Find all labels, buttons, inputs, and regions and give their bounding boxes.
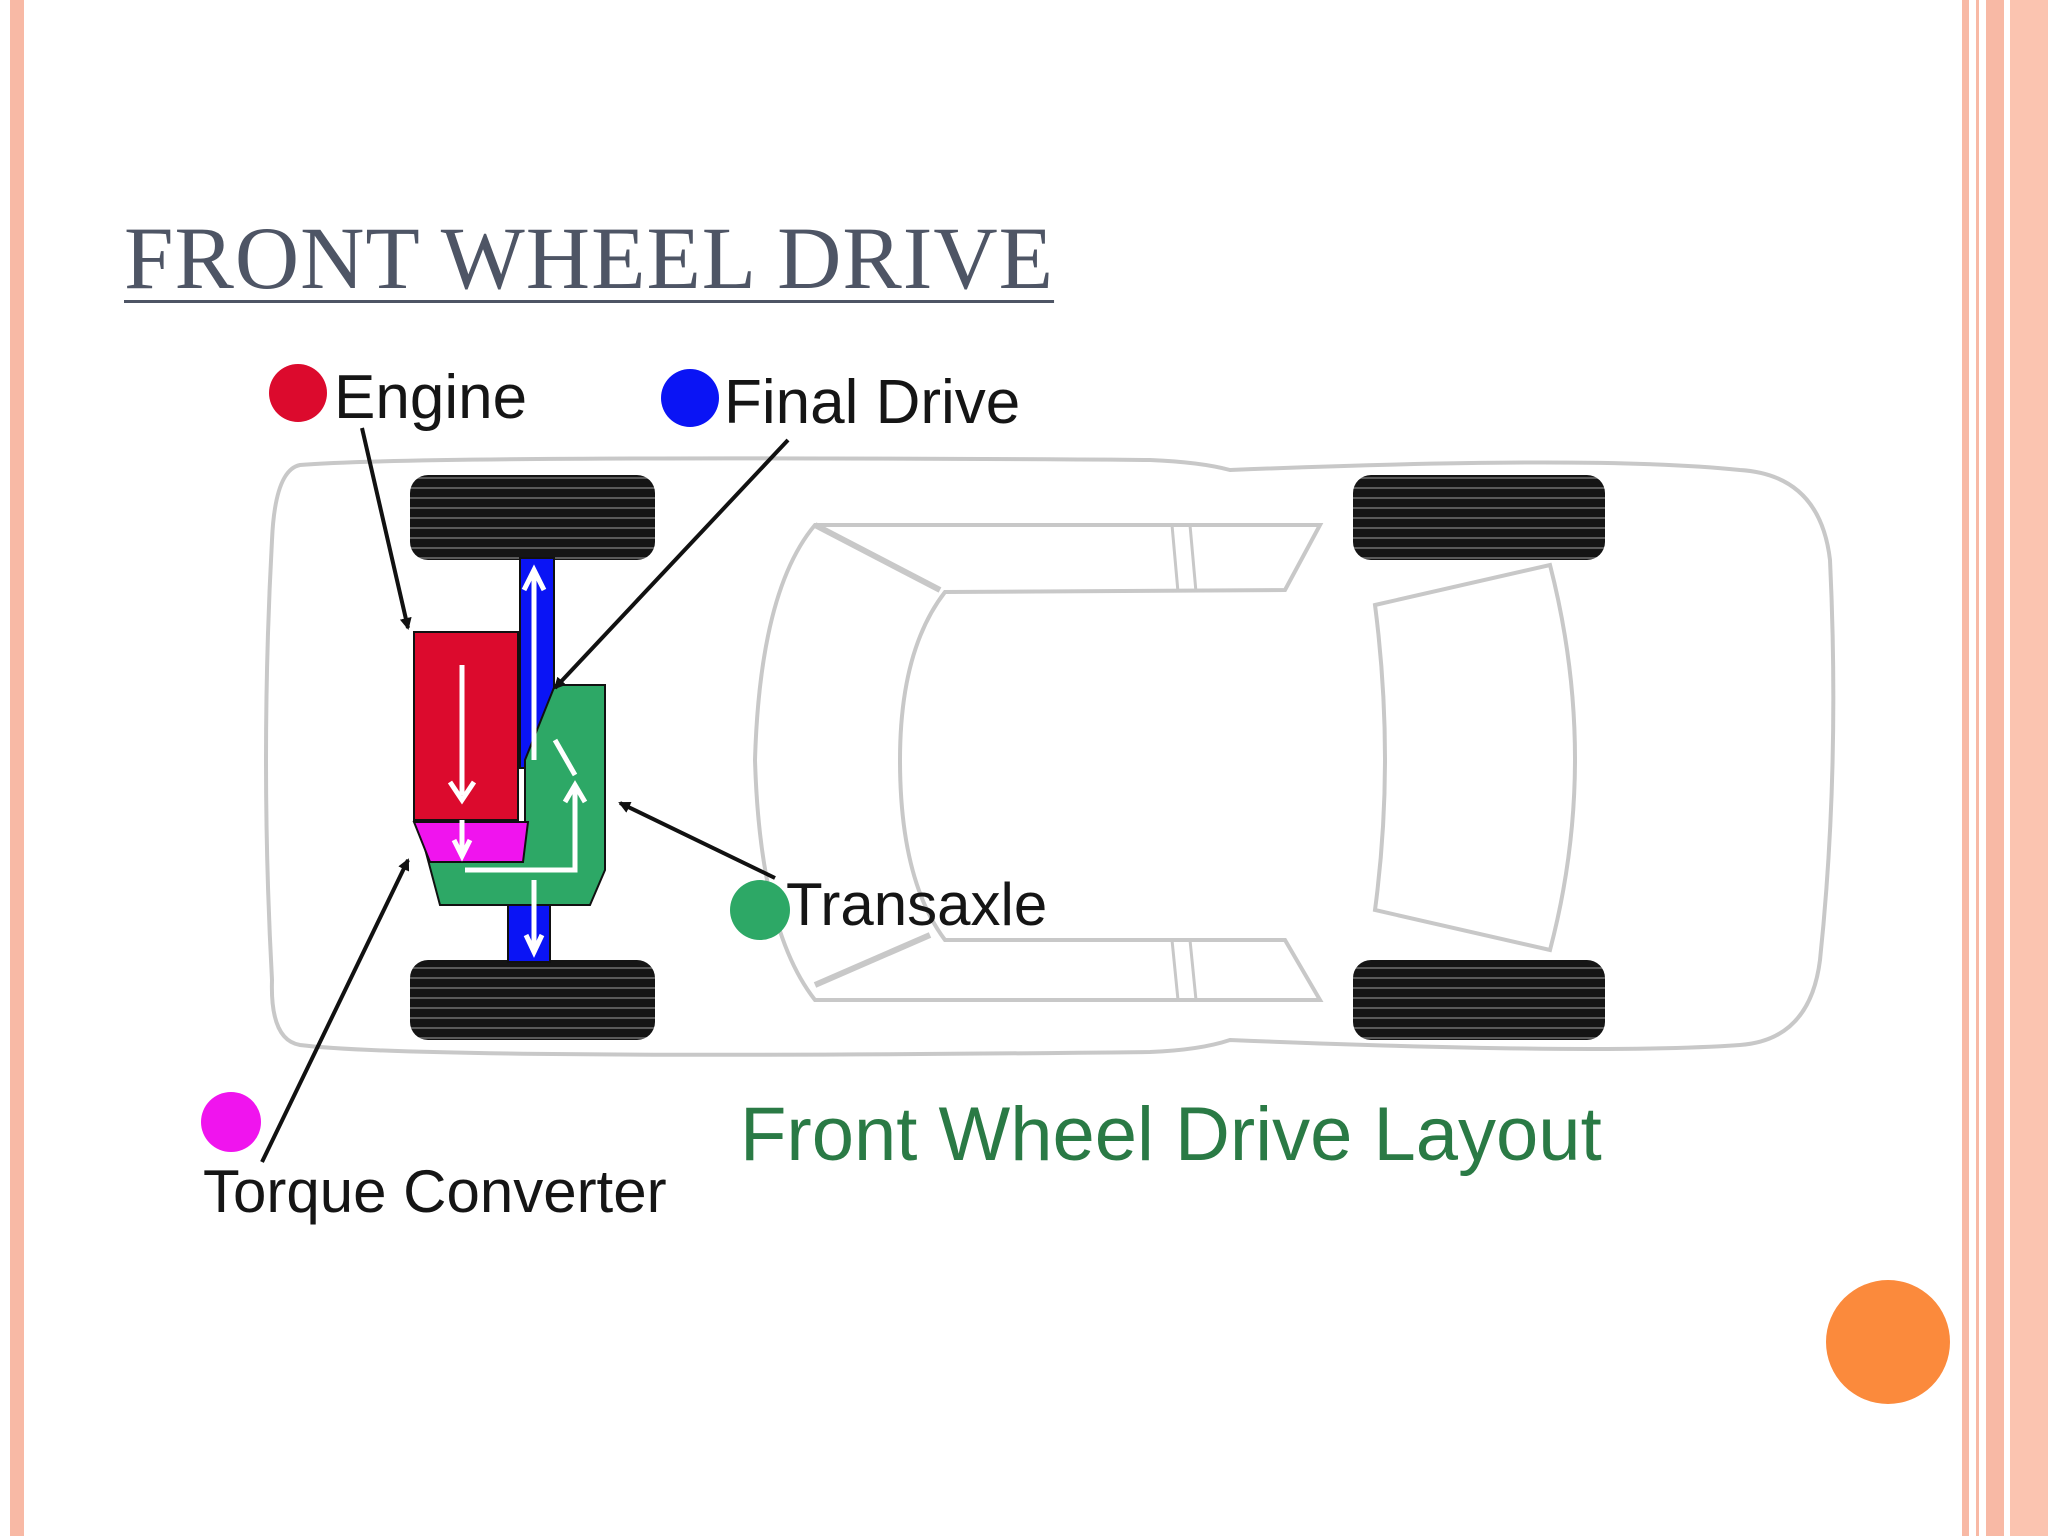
transaxle-legend-dot [730,880,790,940]
left-border-stripe [10,0,24,1536]
car-cabin-outline [752,523,1324,1002]
right-border-stripe [1976,0,1979,1536]
engine-label: Engine [334,363,527,432]
rear-right-wheel [1353,960,1605,1040]
rear-window-outline [1372,562,1577,953]
final-drive-axle-lower [507,899,551,963]
right-border-stripe [1986,0,2004,1536]
engine-block [413,631,519,821]
rear-left-wheel [1353,475,1605,560]
diagram-caption: Front Wheel Drive Layout [740,1092,1602,1177]
engine-legend-dot [269,364,327,422]
front-right-wheel [410,960,655,1040]
accent-dot [1826,1280,1950,1404]
torque-converter-legend-dot [201,1092,261,1152]
car-body-outline [264,456,1836,1057]
front-left-wheel [410,475,655,560]
torque-converter-label: Torque Converter [203,1158,667,1225]
transaxle-label: Transaxle [786,871,1047,938]
final-drive-legend-dot [661,369,719,427]
final-drive-label: Final Drive [724,368,1020,437]
right-border-stripe [2010,0,2048,1536]
right-border-stripe [1962,0,1969,1536]
slide-title: FRONT WHEEL DRIVE [124,210,1055,308]
